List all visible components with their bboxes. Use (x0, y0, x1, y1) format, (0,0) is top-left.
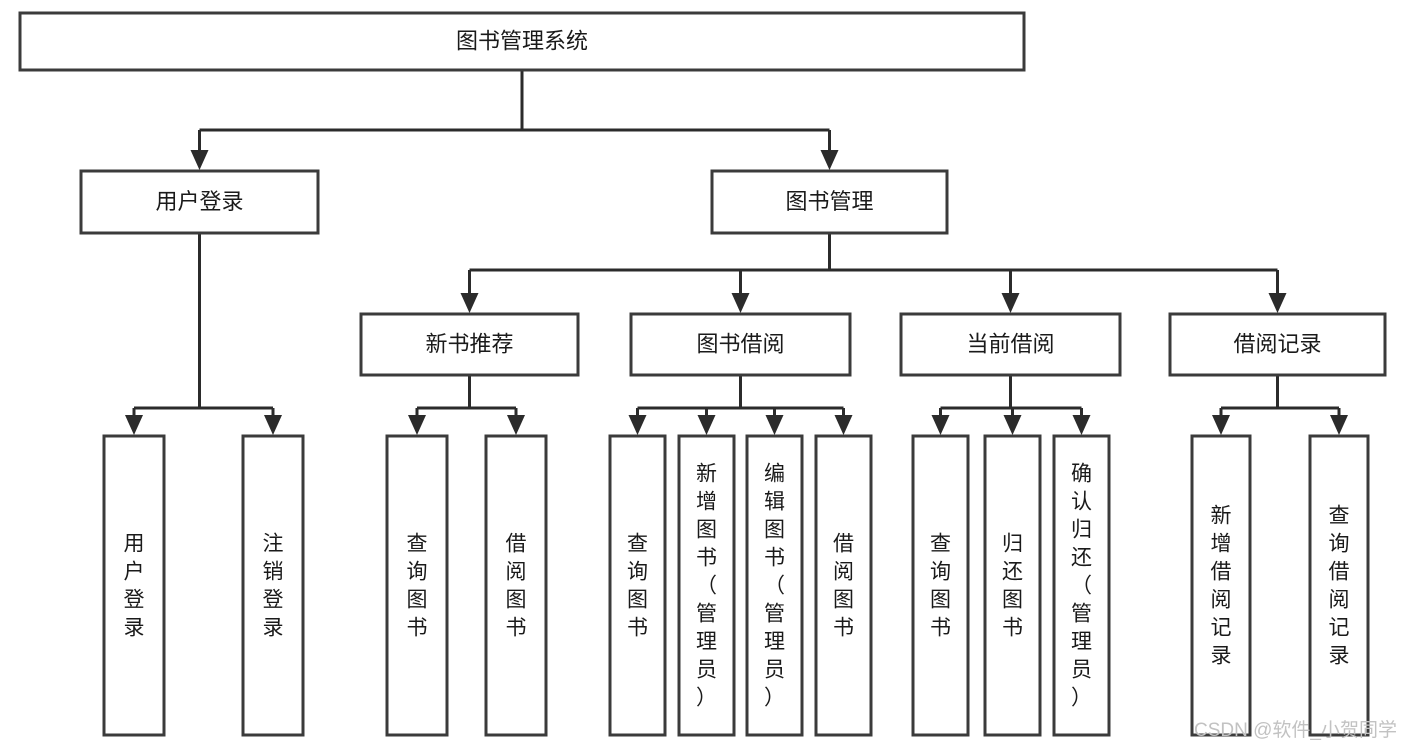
node-box[interactable] (1190, 434, 1252, 737)
arrow-head-icon (190, 150, 209, 170)
node-box[interactable] (1052, 434, 1111, 737)
node-root[interactable]: 图书管理系统 (18, 11, 1026, 72)
arrow-head-icon (628, 415, 647, 435)
node-leaf-add-borrow-record[interactable]: 新增借阅记录 (1190, 434, 1252, 737)
node-label: 新书推荐 (425, 331, 513, 356)
arrow-head-icon (931, 415, 950, 435)
diagram-nodes: 图书管理系统用户登录图书管理新书推荐图书借阅当前借阅借阅记录用户登录注销登录查询… (18, 11, 1387, 737)
node-box[interactable] (629, 312, 852, 377)
arrow-head-icon (460, 293, 479, 313)
node-label: 借阅图书 (506, 533, 527, 640)
node-label: 新增借阅记录 (1211, 505, 1232, 668)
node-label: 借阅记录 (1233, 331, 1321, 356)
node-leaf-query-borrow-record[interactable]: 查询借阅记录 (1308, 434, 1370, 737)
node-label: 查询借阅记录 (1329, 505, 1350, 668)
node-box[interactable] (359, 312, 580, 377)
node-box[interactable] (484, 434, 548, 737)
connector-lines (125, 70, 1348, 435)
node-label: 用户登录 (155, 189, 243, 214)
node-label: 用户登录 (124, 533, 145, 640)
node-box[interactable] (608, 434, 667, 737)
node-box[interactable] (18, 11, 1026, 72)
node-box[interactable] (1308, 434, 1370, 737)
node-label: 当前借阅 (966, 331, 1054, 356)
node-box[interactable] (983, 434, 1042, 737)
node-box[interactable] (241, 434, 305, 737)
node-leaf-borrow-book[interactable]: 借阅图书 (814, 434, 873, 737)
node-label: 注销登录 (263, 533, 284, 640)
arrow-head-icon (1001, 293, 1020, 313)
node-user-login[interactable]: 用户登录 (79, 169, 320, 235)
arrow-head-icon (820, 150, 839, 170)
arrow-head-icon (507, 415, 525, 435)
node-new-book-recommend[interactable]: 新书推荐 (359, 312, 580, 377)
node-leaf-confirm-return[interactable]: 确认归还（管理员） (1052, 434, 1111, 737)
node-label: 借阅图书 (833, 533, 854, 640)
node-leaf-logout[interactable]: 注销登录 (241, 434, 305, 737)
arrow-head-icon (1072, 415, 1091, 435)
node-label: 图书管理 (785, 189, 873, 214)
node-box[interactable] (745, 434, 804, 737)
node-box[interactable] (899, 312, 1122, 377)
node-leaf-add-book[interactable]: 新增图书（管理员） (677, 434, 736, 737)
node-book-borrow[interactable]: 图书借阅 (629, 312, 852, 377)
node-label: 新增图书（管理员） (696, 463, 717, 710)
node-box[interactable] (710, 169, 949, 235)
arrow-head-icon (834, 415, 853, 435)
node-leaf-query-book-borrow[interactable]: 查询图书 (608, 434, 667, 737)
node-label: 查询图书 (930, 533, 951, 640)
node-box[interactable] (79, 169, 320, 235)
node-box[interactable] (911, 434, 970, 737)
node-box[interactable] (677, 434, 736, 737)
node-current-borrow[interactable]: 当前借阅 (899, 312, 1122, 377)
node-label: 查询图书 (407, 533, 428, 640)
node-leaf-return-book[interactable]: 归还图书 (983, 434, 1042, 737)
arrow-head-icon (264, 415, 282, 435)
node-box[interactable] (102, 434, 166, 737)
node-label: 图书管理系统 (456, 28, 588, 53)
node-borrow-record[interactable]: 借阅记录 (1168, 312, 1387, 377)
arrow-head-icon (731, 293, 750, 313)
arrow-head-icon (1268, 293, 1287, 313)
arrow-head-icon (1212, 415, 1230, 435)
node-label: 确认归还（管理员） (1071, 463, 1092, 710)
arrow-head-icon (765, 415, 784, 435)
node-leaf-query-book-current[interactable]: 查询图书 (911, 434, 970, 737)
node-box[interactable] (385, 434, 449, 737)
node-box[interactable] (1168, 312, 1387, 377)
csdn-watermark: CSDN @软件_小贺同学 (1194, 719, 1397, 741)
arrow-head-icon (1330, 415, 1348, 435)
node-leaf-query-book-recommend[interactable]: 查询图书 (385, 434, 449, 737)
node-leaf-edit-book[interactable]: 编辑图书（管理员） (745, 434, 804, 737)
node-leaf-user-login[interactable]: 用户登录 (102, 434, 166, 737)
node-label: 查询图书 (627, 533, 648, 640)
node-label: 归还图书 (1002, 533, 1023, 640)
arrow-head-icon (125, 415, 143, 435)
node-book-management[interactable]: 图书管理 (710, 169, 949, 235)
arrow-head-icon (408, 415, 426, 435)
arrow-head-icon (1003, 415, 1022, 435)
node-label: 图书借阅 (696, 331, 784, 356)
node-label: 编辑图书（管理员） (764, 463, 785, 710)
node-box[interactable] (814, 434, 873, 737)
node-leaf-borrow-book-recommend[interactable]: 借阅图书 (484, 434, 548, 737)
arrow-head-icon (697, 415, 716, 435)
